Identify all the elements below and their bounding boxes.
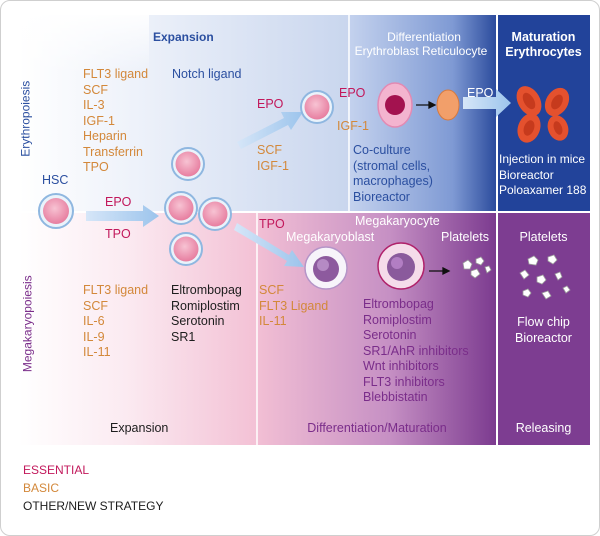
strategy-item: (stromal cells, [353,158,431,173]
factor-item: IL-9 [83,329,105,344]
factor-item: SCF [83,82,108,97]
mega-diff-factors: SCF FLT3 Ligand IL-11 [259,283,328,330]
bottom-differentiation-label: Differentiation/Maturation [307,421,447,435]
strategy-item: SR1 [171,329,196,344]
strategy-item: Co-culture [353,143,411,157]
differentiation-header: Differentiation [387,30,461,44]
megakaryocyte-cell [377,242,425,290]
factor-item: TPO [83,160,109,174]
factor-item: FLT3 ligand [83,67,149,81]
factor-item: FLT3 ligand [83,283,149,297]
reticulocyte-cell [436,89,460,121]
erythro-basic-factors: FLT3 ligand SCF IL-3 IGF-1 Heparin Trans… [83,67,148,176]
strategy-item: Serotonin [363,328,417,342]
strategy-item: Wnt inhibitors [363,359,439,373]
factor-item: SCF [259,283,284,297]
erythrocytes-header: Erythrocytes [505,45,582,59]
diff-epo-label: EPO [339,86,366,100]
megakaryocyte-label: Megakaryocyte [355,214,440,228]
strategy-item: Blebbistatin [363,390,428,404]
strategy-item: Flow chip [517,315,570,329]
releasing-strategies: Flow chip Bioreactor [497,315,590,346]
strategy-item: Romiplostim [363,312,432,327]
expanding-cell-cluster [164,147,232,266]
strategy-item: Serotonin [171,314,225,328]
strategy-item: FLT3 inhibitors [363,374,445,389]
erythrocytes-cells [516,86,570,143]
mega-expansion-arrow [234,223,304,267]
erythro-epo-label: EPO [257,97,284,111]
strategy-item: Eltrombopag [171,283,242,297]
factor-item: IL-3 [83,98,105,112]
factor-item: IGF-1 [83,113,115,128]
legend-essential: ESSENTIAL [23,463,90,477]
bottom-expansion-label: Expansion [110,421,169,435]
mega-basic-factors: FLT3 ligand SCF IL-6 IL-9 IL-11 [83,283,148,361]
erythro-arrow-factors: SCF IGF-1 [257,143,289,174]
platelets-diff-label: Platelets [441,230,489,244]
strategy-item: Poloaxamer 188 [499,183,587,197]
strategy-item: Bioreactor [353,189,410,204]
erythro-diff-strategies: Co-culture (stromal cells, macrophages) … [353,143,433,205]
erythropoiesis-label: Erythropoiesis [18,80,33,157]
platelets-differentiation [462,256,492,279]
maturation-header: Maturation [511,30,576,44]
factor-item: SCF [83,298,108,313]
strategy-item: SR1/AhR inhibitors [363,343,469,358]
megakaryopoiesis-label: Megakaryopoiesis [20,275,35,373]
factor-item: IGF-1 [257,158,289,173]
legend-basic: BASIC [23,481,60,495]
bottom-releasing-label: Releasing [515,421,572,435]
legend-other: OTHER/NEW STRATEGY [23,499,164,513]
mega-diff-strategies: Eltrombopag Romiplostim Serotonin SR1/Ah… [363,297,469,406]
strategy-item: Bioreactor [499,167,554,182]
erythroblast-cell [377,82,413,128]
diff-igf1-label: IGF-1 [337,119,369,133]
erythroid-progenitor-cell [300,90,334,124]
notch-ligand-label: Notch ligand [172,67,242,81]
factor-item: IL-11 [83,345,111,359]
maturation-strategies: Injection in mice Bioreactor Poloaxamer … [499,152,586,199]
mega-other-factors: Eltrombopag Romiplostim Serotonin SR1 [171,283,242,345]
factor-item: SCF [257,143,282,157]
hsc-cell [38,193,74,229]
erythroblast-reticulocyte-header: Erythroblast Reticulocyte [354,44,488,58]
factor-item: Transferrin [83,144,143,159]
strategy-item: Romiplostim [171,298,240,313]
hsc-epo-label: EPO [105,195,132,209]
erythro-expansion-arrow [237,112,303,149]
strategy-item: Eltrombopag [363,297,434,311]
expansion-header: Expansion [153,30,214,44]
mega-tpo-label: TPO [259,217,285,231]
maturation-epo-label: EPO [467,86,494,100]
factor-item: IL-11 [259,314,287,328]
small-arrows [416,100,451,276]
strategy-item: Bioreactor [515,330,572,345]
platelets-releasing-label: Platelets [519,230,568,244]
factor-item: FLT3 Ligand [259,298,329,313]
megakaryoblast-cell [304,246,348,290]
hsc-label: HSC [42,173,69,187]
strategy-item: Injection in mice [499,152,586,166]
strategy-item: macrophages) [353,174,433,188]
megakaryoblast-label: Megakaryoblast [286,230,375,244]
hsc-to-expansion-arrow [86,205,159,227]
factor-item: IL-6 [83,314,105,328]
factor-item: Heparin [83,129,127,143]
to-maturation-arrow [463,89,511,117]
hsc-tpo-label: TPO [105,227,131,241]
platelets-releasing [519,254,571,300]
